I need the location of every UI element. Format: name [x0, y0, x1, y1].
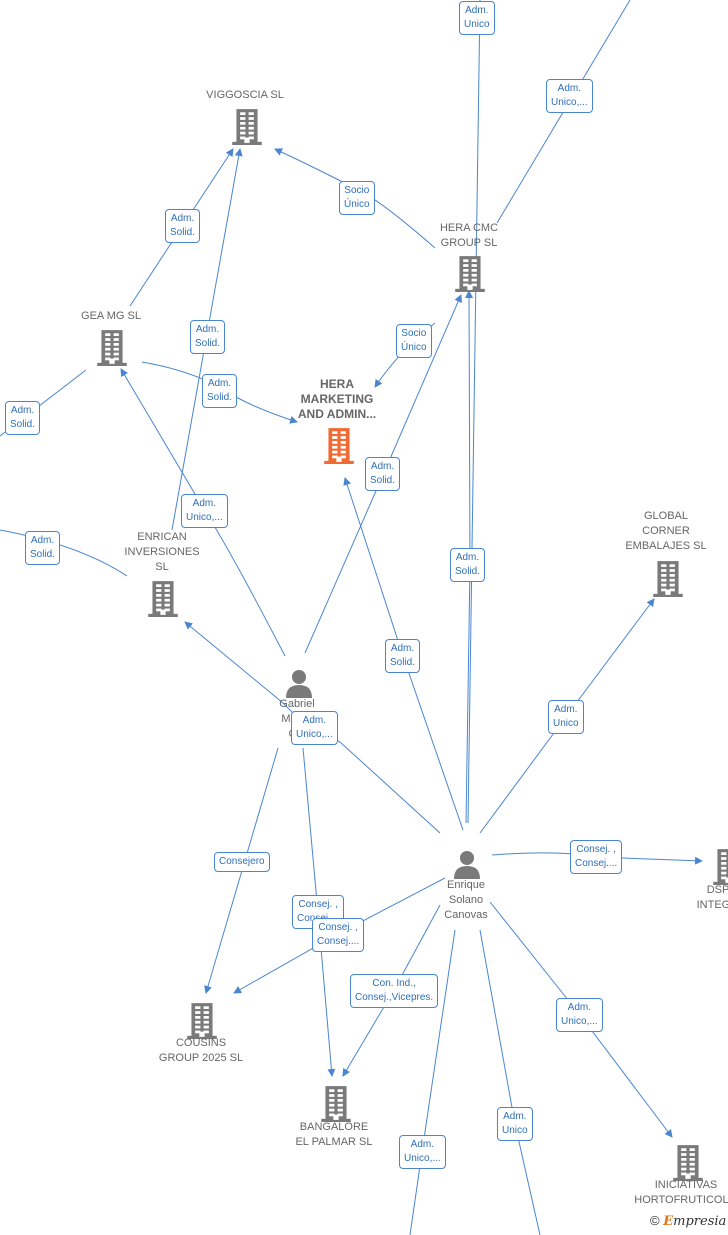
edge-role-badge[interactable]: Adm. Solid. [165, 209, 201, 243]
edge-role-badge[interactable]: Adm. Unico [459, 1, 495, 35]
node-label-text: GLOBAL CORNER EMBALAJES SL [625, 510, 707, 552]
edge-role-badge[interactable]: Adm. Unico,... [291, 711, 338, 745]
edge-role-badge[interactable]: Adm. Unico,... [546, 79, 593, 113]
edge-role-badge[interactable]: Adm. Unico,... [556, 998, 603, 1032]
node-label-global-corner[interactable]: GLOBAL CORNER EMBALAJES SL [616, 509, 716, 554]
edge-role-badge[interactable]: Adm. Solid. [190, 320, 226, 354]
node-label-text: INICIATIVAS HORTOFRUTICOL... [634, 1179, 728, 1206]
edge-role-badge[interactable]: Adm. Solid. [5, 401, 41, 435]
node-label-text: HERA MARKETING AND ADMIN... [297, 377, 377, 421]
building-icon[interactable] [231, 107, 263, 150]
edge-role-badge[interactable]: Socio Único [396, 324, 432, 358]
node-label-text: GEA MG SL [81, 310, 141, 322]
node-label-hera-marketing[interactable]: HERA MARKETING AND ADMIN... [287, 377, 387, 422]
node-label-text: HERA CMC GROUP SL [439, 222, 499, 249]
node-label-bangalore[interactable]: BANGALORE EL PALMAR SL [279, 1120, 389, 1150]
node-label-viggoscia[interactable]: VIGGOSCIA SL [185, 88, 305, 103]
node-label-enrique[interactable]: Enrique Solano Canovas [431, 878, 501, 923]
brand-name: mpresia [673, 1214, 727, 1229]
edge-line [0, 529, 128, 577]
node-label-cousins[interactable]: COUSINS GROUP 2025 SL [141, 1036, 261, 1066]
node-label-text: DSP INTEG... [696, 884, 728, 911]
brand-initial: E [663, 1214, 674, 1229]
edge-role-badge[interactable]: Adm. Unico,... [181, 494, 228, 528]
edge-role-badge[interactable]: Adm. Solid. [365, 457, 401, 491]
building-icon[interactable] [96, 328, 128, 371]
building-icon[interactable] [147, 579, 179, 622]
node-label-iniciativas[interactable]: INICIATIVAS HORTOFRUTICOL... [626, 1178, 728, 1208]
edge-role-badge[interactable]: Socio Único [339, 181, 375, 215]
edge-line [467, 0, 481, 824]
copyright-icon: © [650, 1213, 660, 1228]
edge-role-badge[interactable]: Consej. , Consej.... [570, 840, 623, 874]
building-icon[interactable] [454, 254, 486, 297]
edge-role-badge[interactable]: Adm. Solid. [385, 639, 421, 673]
empresia-logo[interactable]: © Empresia [650, 1213, 726, 1229]
building-icon[interactable] [672, 1143, 704, 1186]
building-icon[interactable] [712, 847, 728, 890]
person-icon[interactable] [284, 668, 314, 703]
edge-role-badge[interactable]: Adm. Unico [497, 1107, 533, 1141]
edge-line [479, 929, 541, 1235]
edge-role-badge[interactable]: Consej. , Consej.... [312, 918, 365, 952]
edge-role-badge[interactable]: Con. Ind., Consej.,Vicepres. [350, 974, 439, 1008]
building-icon[interactable] [320, 1084, 352, 1127]
node-label-text: Enrique Solano Canovas [444, 879, 488, 921]
person-icon[interactable] [452, 849, 482, 884]
node-label-text: VIGGOSCIA SL [206, 89, 284, 101]
building-icon[interactable] [323, 426, 355, 469]
node-label-text: ENRICAN INVERSIONES SL [124, 531, 200, 573]
node-label-text: BANGALORE EL PALMAR SL [295, 1121, 373, 1148]
edge-role-badge[interactable]: Adm. Unico,... [399, 1135, 446, 1169]
node-label-dsp[interactable]: DSP INTEG... [688, 883, 728, 913]
node-label-hera-cmc[interactable]: HERA CMC GROUP SL [424, 221, 514, 251]
node-label-gea-mg[interactable]: GEA MG SL [66, 309, 156, 324]
node-label-enrican[interactable]: ENRICAN INVERSIONES SL [112, 530, 212, 575]
edge-role-badge[interactable]: Adm. Solid. [450, 548, 486, 582]
node-label-text: COUSINS GROUP 2025 SL [158, 1037, 244, 1064]
building-icon[interactable] [652, 559, 684, 602]
edge-role-badge[interactable]: Adm. Solid. [25, 531, 61, 565]
edge-role-badge[interactable]: Consejero [214, 852, 270, 872]
building-icon[interactable] [186, 1001, 218, 1044]
edge-role-badge[interactable]: Adm. Unico [548, 700, 584, 734]
edge-role-badge[interactable]: Adm. Solid. [202, 374, 238, 408]
